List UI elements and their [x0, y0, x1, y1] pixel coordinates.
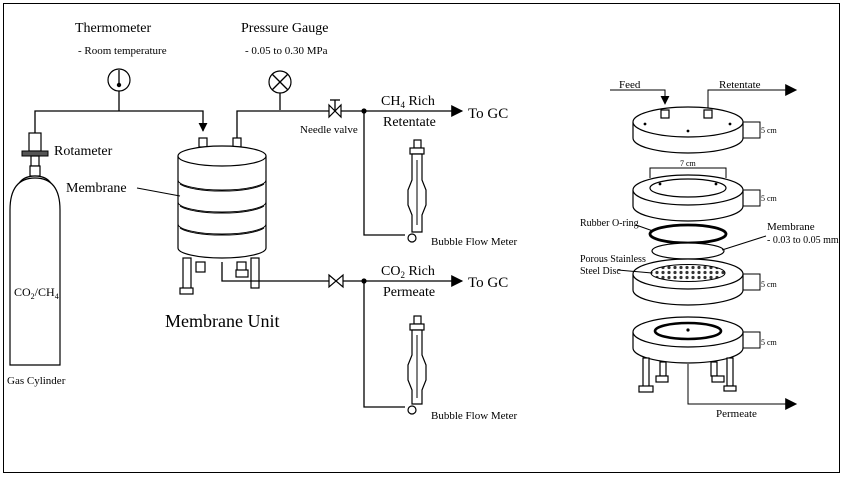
gas-mix-label: CO2/CH4	[14, 285, 59, 301]
porous-label-2: Steel Disc	[580, 266, 621, 277]
bubble-meter-top-label: Bubble Flow Meter	[431, 236, 517, 248]
exploded-retentate-label: Retentate	[719, 79, 761, 91]
dim-inner-label: 7 cm	[680, 159, 697, 168]
membrane-unit-label: Membrane Unit	[165, 311, 279, 331]
membrane-unit-icon	[177, 137, 267, 295]
dim-base-label: 5 cm	[761, 338, 778, 347]
porous-disc-plate-icon	[632, 258, 744, 306]
retentate-label: Retentate	[383, 115, 436, 130]
dim-ring-bracket	[743, 189, 761, 207]
exploded-membrane-note: - 0.03 to 0.05 mm	[767, 235, 839, 246]
thermometer-icon	[107, 68, 131, 111]
membrane-label: Membrane	[66, 181, 127, 196]
thermometer-note: - Room temperature	[78, 45, 167, 57]
pressure-gauge-label: Pressure Gauge	[241, 21, 328, 36]
bubble-flow-meter-top-icon	[363, 111, 427, 243]
exploded-permeate-arrow	[687, 364, 798, 410]
gas-cylinder-label: Gas Cylinder	[7, 375, 66, 387]
rubber-oring-label: Rubber O-ring	[580, 218, 639, 229]
top-plate-icon	[632, 106, 744, 154]
bubble-meter-bottom-label: Bubble Flow Meter	[431, 410, 517, 422]
membrane-leader-right	[721, 235, 767, 251]
feed-line	[34, 110, 208, 133]
permeate-valve-icon	[328, 273, 344, 289]
rotameter-icon	[21, 132, 49, 167]
ring-spacer-icon	[632, 174, 744, 222]
dim-disc-label: 5 cm	[761, 280, 778, 289]
exploded-retentate-arrow	[707, 84, 798, 108]
to-gc-top-label: To GC	[468, 106, 508, 122]
permeate-label: Permeate	[383, 285, 435, 300]
gas-cylinder-icon	[9, 165, 61, 366]
rubber-oring-icon	[648, 223, 728, 245]
co2-rich-label: CO2 Rich	[381, 264, 435, 280]
exploded-feed-arrow	[610, 89, 670, 105]
dim-top-label: 5 cm	[761, 126, 778, 135]
dim-top-bracket	[743, 121, 761, 139]
bubble-flow-meter-bottom-icon	[363, 281, 427, 415]
dim-disc-bracket	[743, 273, 761, 291]
membrane-leader	[136, 187, 181, 197]
dim-base-bracket	[743, 331, 761, 349]
ch4-rich-label: CH4 Rich	[381, 94, 435, 110]
oring-leader	[635, 224, 654, 232]
exploded-membrane-label: Membrane	[767, 221, 815, 233]
pressure-gauge-icon	[268, 70, 292, 110]
to-gc-bottom-label: To GC	[468, 275, 508, 291]
retentate-line	[236, 105, 464, 138]
porous-leader	[617, 269, 653, 274]
porous-label-1: Porous Stainless	[580, 254, 646, 265]
thermometer-label: Thermometer	[75, 21, 152, 36]
pressure-gauge-note: - 0.05 to 0.30 MPa	[245, 45, 328, 57]
exploded-feed-label: Feed	[619, 79, 641, 91]
needle-valve-icon	[328, 99, 342, 119]
exploded-permeate-label: Permeate	[716, 408, 757, 420]
dim-inner-bracket	[649, 167, 727, 178]
rotameter-label: Rotameter	[54, 144, 113, 159]
base-plate-icon	[632, 316, 744, 393]
needle-valve-label: Needle valve	[300, 124, 358, 136]
dim-ring-label: 5 cm	[761, 194, 778, 203]
membrane-sheet-icon	[651, 242, 725, 260]
